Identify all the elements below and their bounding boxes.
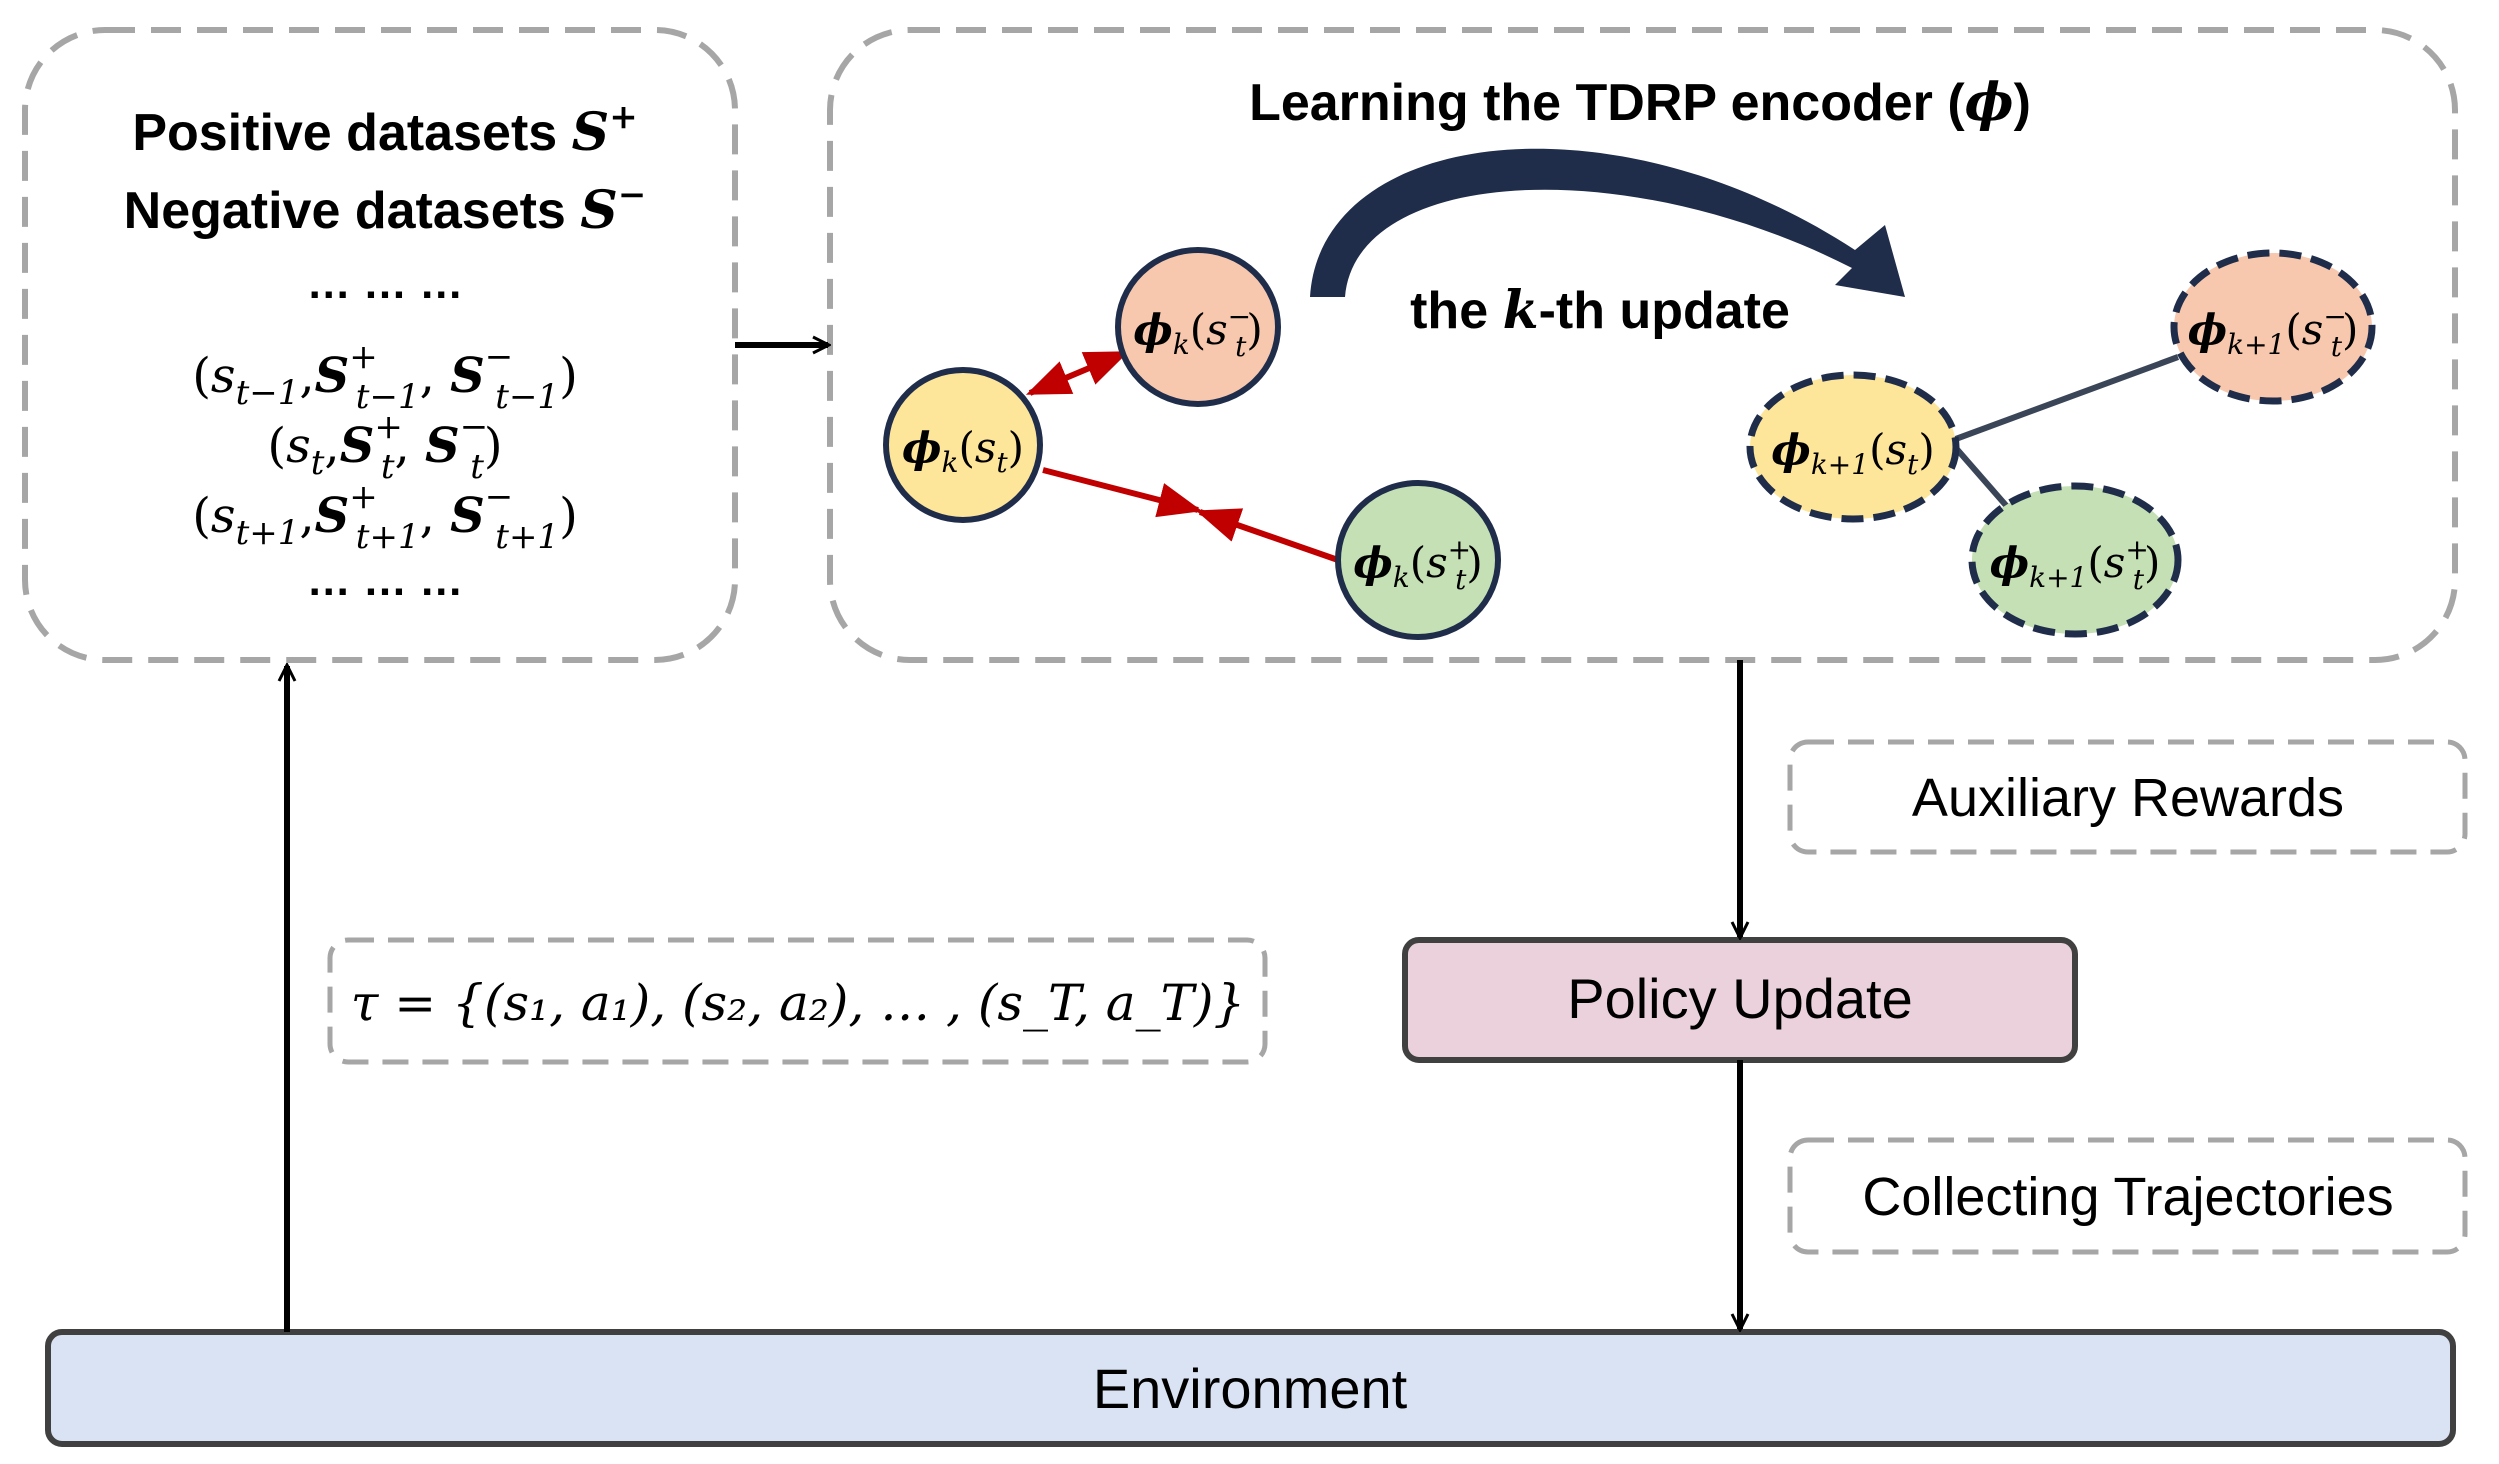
encoder-title: Learning the TDRP encoder (ϕ) xyxy=(1249,72,2031,133)
label-phi-k-st: ϕk(st) xyxy=(902,423,1024,479)
datasets-ellipsis-top: … … … xyxy=(307,259,463,308)
label-phi-k-st-neg: ϕk(s−t) xyxy=(1133,300,1263,363)
positive-datasets-label: Positive datasets S+ xyxy=(132,97,637,163)
pull-st-line xyxy=(1042,467,1203,518)
datasets-ellipsis-bottom: … … … xyxy=(307,556,463,605)
dataset-row-t: (st,S+t, S−t) xyxy=(267,407,502,487)
environment-label: Environment xyxy=(1093,1357,1408,1420)
auxiliary-rewards-label: Auxiliary Rewards xyxy=(1912,768,2344,828)
node-phi-k-st xyxy=(883,367,1043,523)
label-phi-k1-st-neg: ϕk+1(s−t) xyxy=(2188,300,2359,363)
node-phi-k1-st-neg xyxy=(2170,249,2376,405)
kth-update-curved-arrow xyxy=(1310,148,1905,297)
datasets-panel xyxy=(22,27,738,663)
node-phi-k1-st xyxy=(1746,371,1960,523)
collecting-trajectories-box xyxy=(1787,1137,2468,1255)
label-phi-k1-st: ϕk+1(st) xyxy=(1771,425,1934,481)
label-phi-k-st-pos: ϕk(s+t) xyxy=(1353,533,1483,596)
negative-datasets-label: Negative datasets S− xyxy=(124,175,647,241)
policy-update-label: Policy Update xyxy=(1567,967,1913,1030)
trajectory-box xyxy=(327,937,1268,1065)
auxiliary-rewards-box xyxy=(1787,739,2468,855)
k1-neg-edge xyxy=(1951,354,2180,443)
collecting-trajectories-label: Collecting Trajectories xyxy=(1862,1167,2393,1227)
dataset-row-t-minus-1: (st−1,S+t−1, S−t−1) xyxy=(192,337,578,417)
kth-update-label: the k-th update xyxy=(1410,280,1790,341)
pull-pos-line xyxy=(1195,508,1339,563)
node-phi-k-st-neg xyxy=(1115,247,1281,407)
label-phi-k1-st-pos: ϕk+1(s+t) xyxy=(1990,533,2161,596)
dataset-row-t-plus-1: (st+1,S+t+1, S−t+1) xyxy=(192,477,578,557)
node-phi-k1-st-pos xyxy=(1968,482,2182,638)
push-apart-arrow xyxy=(1025,350,1130,396)
k1-pos-edge xyxy=(1952,445,2013,512)
trajectory-formula: τ = {(s₁, a₁), (s₂, a₂), … , (s_T, a_T)} xyxy=(351,974,1246,1032)
node-phi-k-st-pos xyxy=(1335,480,1501,640)
environment-box xyxy=(45,1329,2456,1447)
